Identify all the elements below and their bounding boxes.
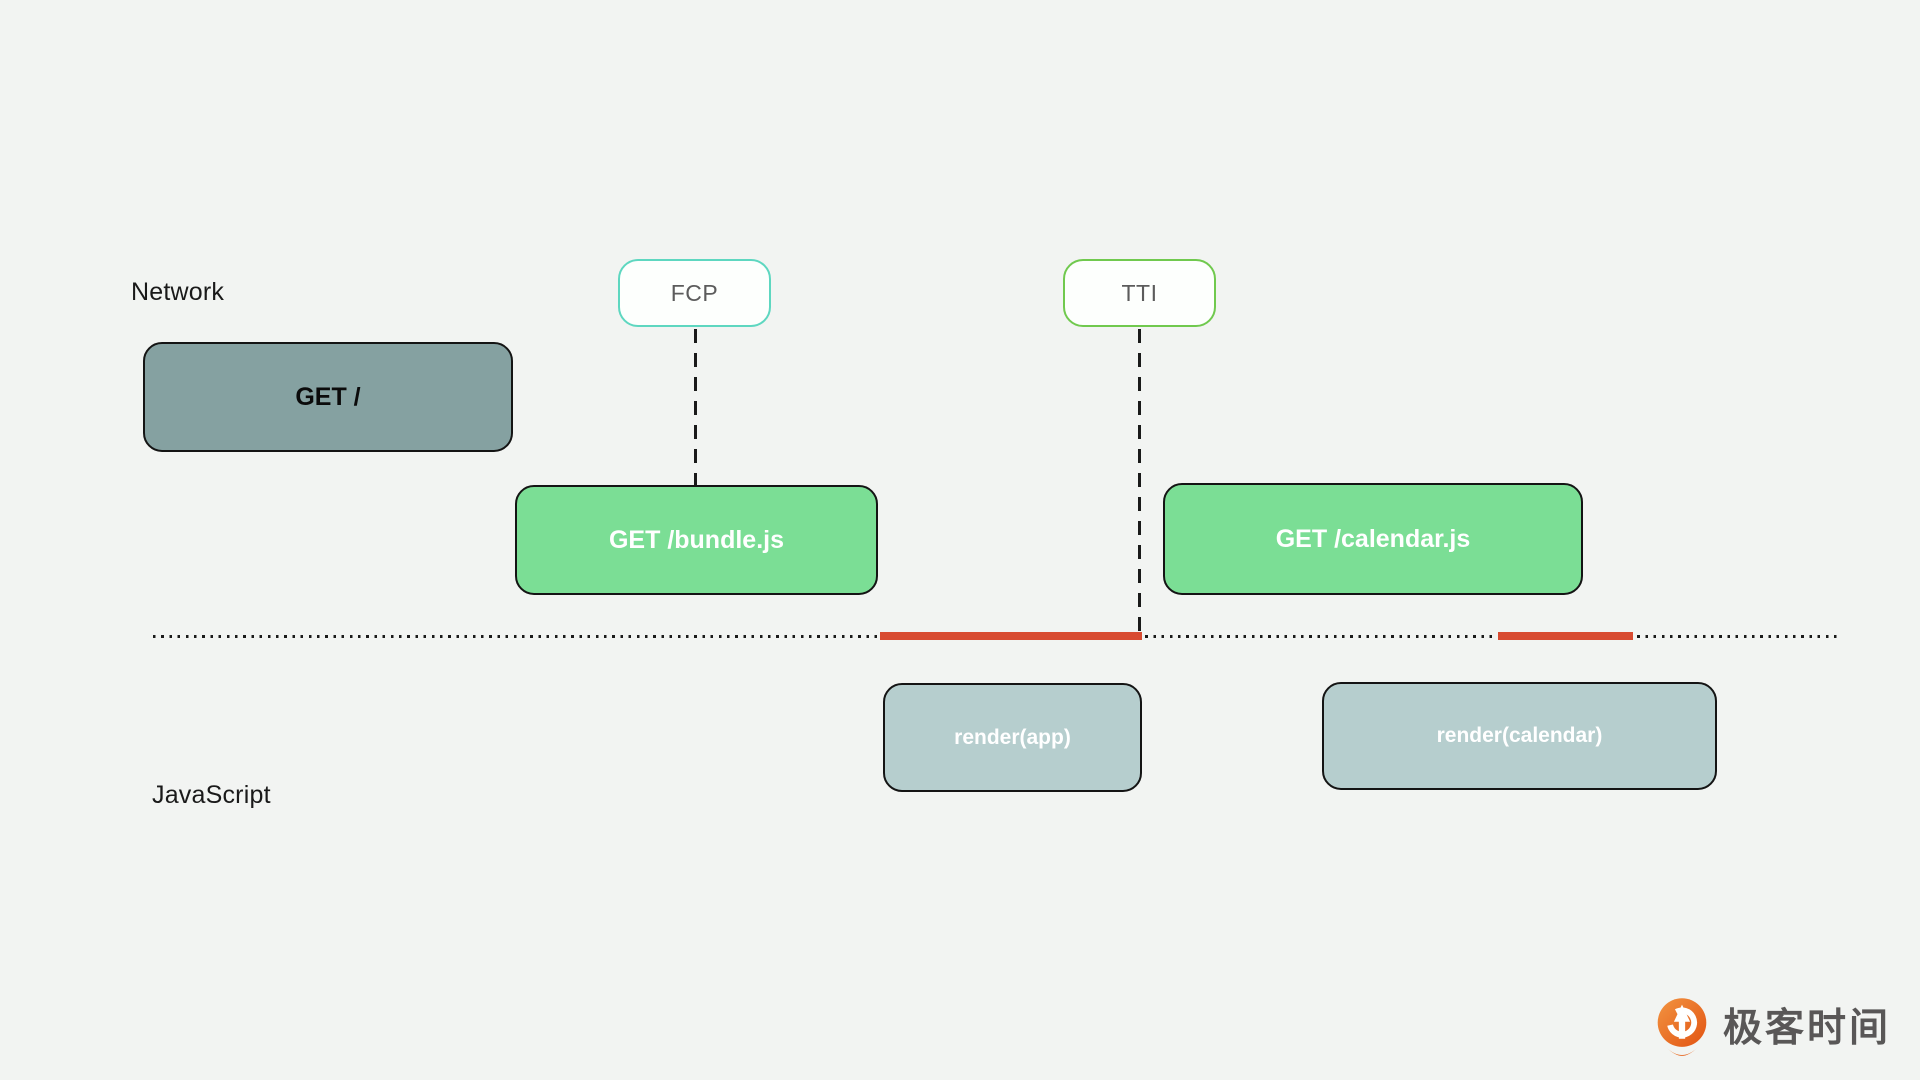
js-task-label: render(app) xyxy=(954,725,1071,749)
geektime-brand: 极客时间 xyxy=(1655,996,1891,1060)
network-request-label: GET /calendar.js xyxy=(1275,524,1471,553)
fcp-dashed-line xyxy=(694,329,697,485)
js-task-render-app: render(app) xyxy=(883,683,1142,792)
tti-dashed-line xyxy=(1138,329,1141,635)
javascript-lane-label: JavaScript xyxy=(152,781,271,809)
network-request-label: GET /bundle.js xyxy=(608,525,784,554)
js-task-label: render(calendar) xyxy=(1436,724,1603,747)
geektime-logo-text: 极客时间 xyxy=(1723,1006,1892,1050)
network-request-get-root: GET / xyxy=(143,342,513,452)
main-thread-blocking-segment xyxy=(1498,632,1633,640)
tti-marker-badge: TTI xyxy=(1063,259,1216,327)
fcp-marker-badge: FCP xyxy=(618,259,771,327)
fcp-marker-label: FCP xyxy=(670,279,719,306)
geektime-logo-icon xyxy=(1657,998,1707,1056)
tti-marker-label: TTI xyxy=(1121,279,1158,306)
network-request-label: GET / xyxy=(295,382,361,411)
main-thread-blocking-segment xyxy=(880,632,1142,640)
network-request-get-calendar-js: GET /calendar.js xyxy=(1163,483,1583,595)
js-task-render-calendar: render(calendar) xyxy=(1322,682,1717,790)
network-lane-label: Network xyxy=(131,278,225,306)
network-request-get-bundle-js: GET /bundle.js xyxy=(515,485,878,595)
